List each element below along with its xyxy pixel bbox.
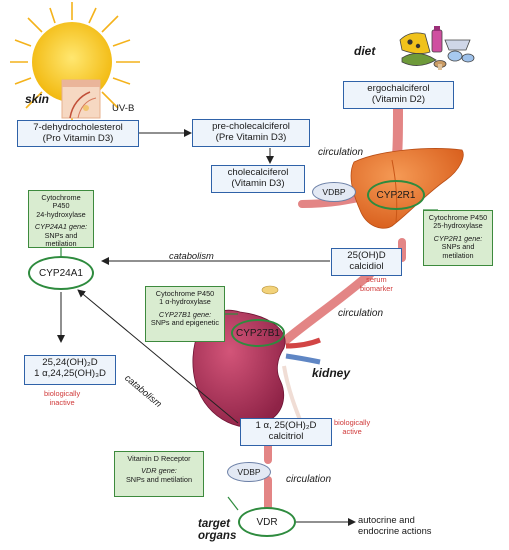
info-box-vdr: Vitamin D Receptor VDR gene: SNPs and me… xyxy=(114,451,204,497)
info-box-cyp2r1-line1: Cytochrome P450 xyxy=(428,213,488,222)
info-box-cyp27b1: Cytochrome P450 1 α-hydroxylase CYP27B1 … xyxy=(145,286,225,342)
info-box-cyp27b1-line3: SNPs and epigenetic xyxy=(150,318,220,328)
info-box-cyp27b1-line2: 1 α-hydroxylase xyxy=(159,297,211,307)
kidney-label: kidney xyxy=(312,366,351,380)
box-7-dehydrocholesterol-line1: 7-dehydrocholesterol xyxy=(33,122,123,133)
serum-biomarker-label: serum biomarker xyxy=(360,275,393,293)
vdbp-badge-bottom: VDBP xyxy=(227,462,271,482)
catabolism-label-top: catabolism xyxy=(169,250,214,261)
info-box-cyp2r1: Cytochrome P450 25-hydroxylase CYP2R1 ge… xyxy=(423,210,493,266)
bio-inactive-label: biologically inactive xyxy=(44,389,81,407)
info-box-cyp24a1-line3: SNPs and metilation xyxy=(44,230,78,249)
box-pre-cholecalciferol-line1: pre-cholecalciferol xyxy=(212,121,290,132)
target-organs-line1: target xyxy=(198,518,230,530)
info-box-cyp24a1-line1: Cytochrome P450 xyxy=(41,193,81,211)
box-catabolites-line1: 25,24(OH)₂D xyxy=(42,357,98,368)
info-box-cyp27b1-gene: CYP27B1 gene: xyxy=(158,309,212,319)
info-box-cyp24a1-line2: 24-hydroxylase xyxy=(36,209,86,219)
skin-icon xyxy=(61,79,101,119)
info-box-cyp27b1-line1: Cytochrome P450 xyxy=(155,289,215,298)
box-7-dehydrocholesterol: 7-dehydrocholesterol (Pro Vitamin D3) xyxy=(17,120,139,147)
enzyme-vdr: VDR xyxy=(238,507,296,537)
autocrine-label: autocrine and endocrine actions xyxy=(358,514,432,536)
box-cholecalciferol-line2: (Vitamin D3) xyxy=(231,178,285,189)
box-cholecalciferol-line1: cholecalciferol xyxy=(227,167,289,178)
bio-active-line2: active xyxy=(342,426,362,436)
box-calcitriol-line2: calcitriol xyxy=(268,431,304,442)
info-box-vdr-gene: VDR gene: xyxy=(141,466,177,476)
box-catabolites-line2: 1 α,24,25(OH)₃D xyxy=(34,368,106,379)
box-ergochalciferol-line1: ergochalciferol xyxy=(367,83,430,94)
circulation-label-bottom: circulation xyxy=(286,474,332,485)
info-box-vdr-line1: Vitamin D Receptor xyxy=(127,454,191,463)
enzyme-cyp27b1: CYP27B1 xyxy=(231,319,285,347)
diet-label: diet xyxy=(354,44,376,58)
skin-label: skin xyxy=(25,92,50,106)
info-box-cyp24a1: Cytochrome P450 24-hydroxylase CYP24A1 g… xyxy=(28,190,94,248)
vdbp-badge-top: VDBP xyxy=(312,182,356,202)
info-box-cyp2r1-line2: 25-hydroxylase xyxy=(433,221,483,231)
box-catabolites: 25,24(OH)₂D 1 α,24,25(OH)₃D xyxy=(24,355,116,385)
box-calcidiol-line1: 25(OH)D xyxy=(347,250,386,261)
box-calcitriol: 1 α, 25(OH)₂D calcitriol xyxy=(240,418,332,446)
box-calcidiol-line2: calcidiol xyxy=(349,261,384,272)
circulation-label-mid: circulation xyxy=(338,308,384,319)
box-calcidiol: 25(OH)D calcidiol xyxy=(331,248,402,276)
food-icon xyxy=(399,26,475,70)
box-7-dehydrocholesterol-line2: (Pro Vitamin D3) xyxy=(42,133,114,144)
info-box-cyp2r1-line3: SNPs and metilation xyxy=(441,242,475,260)
circulation-label-top: circulation xyxy=(318,147,364,158)
target-organs-label: target organs xyxy=(198,518,236,542)
box-cholecalciferol: cholecalciferol (Vitamin D3) xyxy=(211,165,305,193)
box-pre-cholecalciferol: pre-cholecalciferol (Pre Vitamin D3) xyxy=(192,119,310,147)
uvb-label: UV-B xyxy=(112,103,135,114)
box-ergochalciferol-line2: (Vitamin D2) xyxy=(371,94,426,105)
enzyme-cyp2r1: CYP2R1 xyxy=(367,180,425,210)
bio-inactive-line1: biologically xyxy=(44,389,81,398)
autocrine-line2: endocrine actions xyxy=(358,525,432,536)
box-pre-cholecalciferol-line2: (Pre Vitamin D3) xyxy=(215,132,287,143)
bio-active-label: biologically active xyxy=(334,418,371,436)
box-ergochalciferol: ergochalciferol (Vitamin D2) xyxy=(343,81,454,109)
target-organs-line2: organs xyxy=(198,530,237,542)
info-box-cyp24a1-gene: CYP24A1 gene: xyxy=(34,222,88,232)
info-box-cyp2r1-gene: CYP2R1 gene: xyxy=(433,233,483,243)
serum-biomarker-line1: serum xyxy=(366,275,387,284)
box-calcitriol-line1: 1 α, 25(OH)₂D xyxy=(255,420,317,431)
bio-active-line1: biologically xyxy=(334,418,371,427)
info-box-vdr-line3: SNPs and metilation xyxy=(125,474,193,484)
serum-biomarker-line2: biomarker xyxy=(360,283,393,293)
bio-inactive-line2: inactive xyxy=(49,397,75,407)
enzyme-cyp24a1: CYP24A1 xyxy=(28,256,94,290)
autocrine-line1: autocrine and xyxy=(358,514,415,525)
